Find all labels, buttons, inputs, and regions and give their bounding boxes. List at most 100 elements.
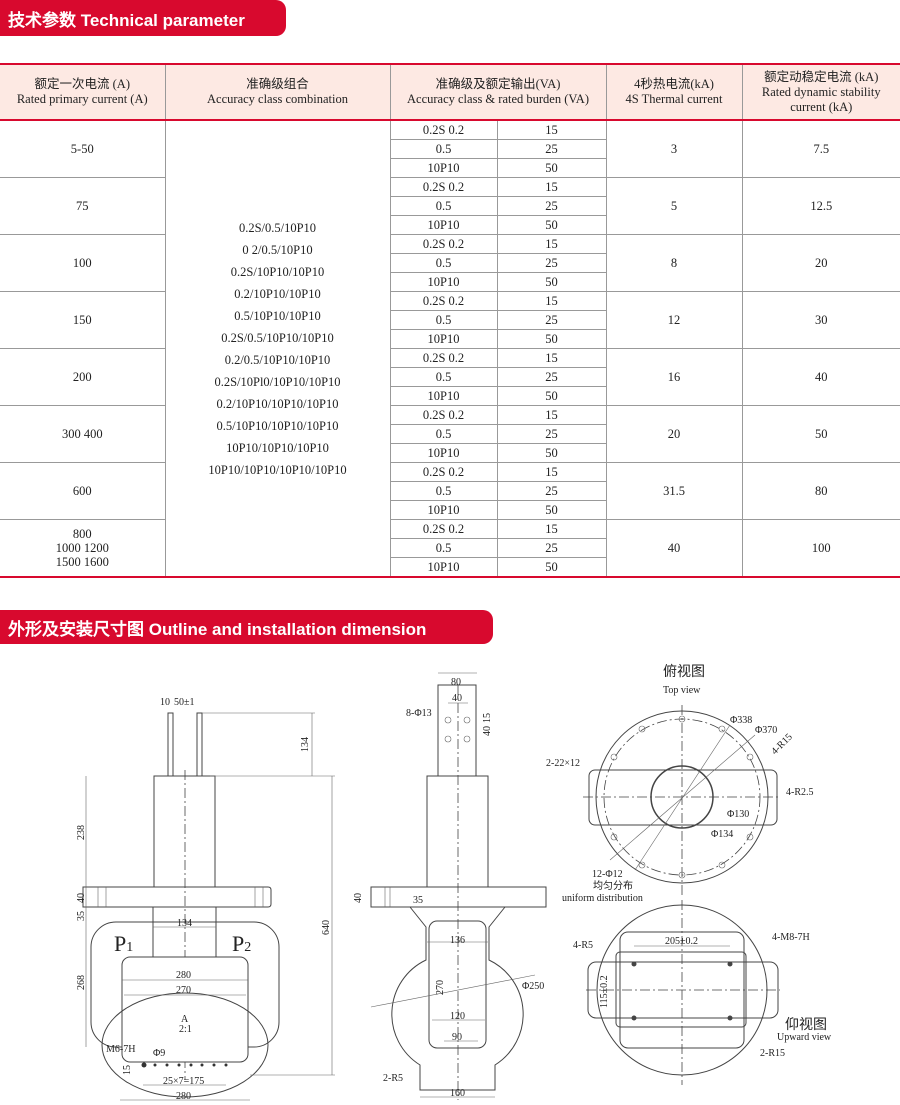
dynamic-current: 7.5 [741, 120, 900, 178]
svg-text:Φ130: Φ130 [727, 809, 749, 820]
rated-burden: 50 [496, 557, 606, 578]
rated-primary-current: 5-50 [0, 120, 165, 178]
dim-label: 50±1 [174, 697, 195, 708]
dynamic-current: 12.5 [741, 177, 900, 235]
combination-item: 10P10/10P10/10P10/10P10 [208, 462, 347, 477]
rated-burden: 15 [496, 120, 606, 140]
bottom-view: 205±0.2 4-M8-7H 4-R5 115±0.2 仰视图 Upward … [573, 900, 832, 1085]
dim-label: 35 [76, 911, 87, 921]
rated-burden: 25 [496, 139, 606, 159]
accuracy-class: 0.2S 0.2 [389, 519, 497, 539]
dim-label: 270 [176, 985, 191, 996]
rated-burden: 15 [496, 234, 606, 254]
svg-text:2-22×12: 2-22×12 [546, 758, 580, 769]
accuracy-class: 0.5 [389, 367, 497, 387]
front-view: 10 50±1 134 238 40 35 134 P1 P2 268 280 … [76, 697, 335, 1102]
accuracy-class: 0.5 [389, 253, 497, 273]
rated-burden: 15 [496, 519, 606, 539]
svg-text:P1: P1 [114, 931, 133, 956]
svg-text:4-R2.5: 4-R2.5 [786, 787, 814, 798]
dim-label: 25×7=175 [163, 1076, 204, 1087]
dim-label: 280 [176, 1091, 191, 1102]
dim-label: M6-7H [106, 1044, 135, 1055]
rated-primary-current: 200 [0, 348, 165, 406]
rated-primary-current: 75 [0, 177, 165, 235]
header-dynamic-current: 额定动稳定电流 (kA)Rated dynamic stability curr… [741, 64, 900, 121]
rated-primary-current: 100 [0, 234, 165, 292]
accuracy-class: 10P10 [389, 443, 497, 463]
svg-text:115±0.2: 115±0.2 [599, 975, 610, 1008]
side-view: 80 40 8-Φ13 15 40 40 35 136 270 120 90 Φ… [353, 672, 547, 1100]
accuracy-class: 0.2S 0.2 [389, 462, 497, 482]
svg-text:P2: P2 [232, 931, 251, 956]
thermal-current: 16 [605, 348, 742, 406]
accuracy-class: 0.5 [389, 196, 497, 216]
dim-label: 40 [76, 893, 87, 903]
rated-burden: 25 [496, 310, 606, 330]
thermal-current: 12 [605, 291, 742, 349]
thermal-current: 3 [605, 120, 742, 178]
dim-label: 40 [452, 693, 462, 704]
top-view: 俯视图 Top view Φ338 Φ370 4-R15 2-22×12 4-R… [546, 664, 814, 904]
combination-item: 0.5/10P10/10P10 [234, 308, 321, 323]
dynamic-current: 80 [741, 462, 900, 520]
dim-label: 134 [177, 918, 192, 929]
dynamic-current: 40 [741, 348, 900, 406]
combination-item: 0.2/10P10/10P10 [234, 286, 321, 301]
dim-label: 80 [451, 677, 461, 688]
rated-burden: 50 [496, 158, 606, 178]
svg-text:Top view: Top view [663, 685, 701, 696]
accuracy-class: 10P10 [389, 158, 497, 178]
header-thermal-current: 4秒热电流(kA)4S Thermal current [605, 64, 742, 121]
rated-burden: 15 [496, 291, 606, 311]
section-title-outline-dimension: 外形及安装尺寸图 Outline and installation dimens… [0, 610, 493, 644]
combination-item: 0.2/10P10/10P10/10P10 [216, 396, 339, 411]
rated-burden: 15 [496, 462, 606, 482]
dim-label: 136 [450, 935, 465, 946]
rated-burden: 50 [496, 500, 606, 520]
rated-primary-current: 600 [0, 462, 165, 520]
thermal-current: 31.5 [605, 462, 742, 520]
svg-text:仰视图: 仰视图 [785, 1017, 827, 1033]
svg-text:12-Φ12: 12-Φ12 [592, 869, 623, 880]
accuracy-class: 0.5 [389, 424, 497, 444]
combination-item: 0.2S/10Pl0/10P10/10P10 [214, 374, 341, 389]
rated-primary-current: 150 [0, 291, 165, 349]
svg-text:Φ338: Φ338 [730, 715, 752, 726]
rated-burden: 50 [496, 215, 606, 235]
accuracy-class: 10P10 [389, 272, 497, 292]
dim-label: 134 [300, 737, 311, 752]
dynamic-current: 20 [741, 234, 900, 292]
thermal-current: 8 [605, 234, 742, 292]
rated-burden: 25 [496, 367, 606, 387]
accuracy-class: 0.2S 0.2 [389, 348, 497, 368]
dim-label: 90 [452, 1032, 462, 1043]
dim-label: 10 [160, 697, 170, 708]
combination-item: 0.2/0.5/10P10/10P10 [224, 352, 331, 367]
dynamic-current: 50 [741, 405, 900, 463]
header-rated-primary-current: 额定一次电流 (A)Rated primary current (A) [0, 64, 165, 121]
rated-burden: 50 [496, 386, 606, 406]
rated-burden: 25 [496, 196, 606, 216]
dim-label: 270 [435, 980, 446, 995]
svg-text:Φ134: Φ134 [711, 829, 733, 840]
rated-burden: 15 [496, 177, 606, 197]
dim-label: 160 [450, 1088, 465, 1099]
